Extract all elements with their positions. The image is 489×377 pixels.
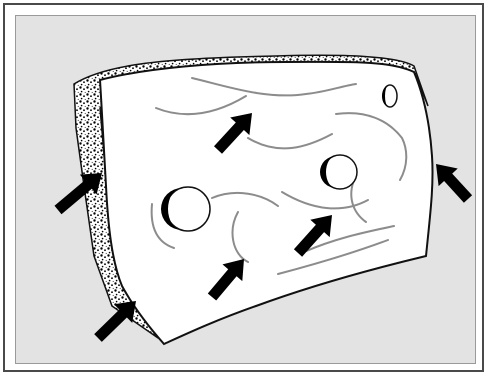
illustration-panel (15, 15, 476, 364)
cloth-sheet (100, 62, 433, 344)
stain-center-right (320, 155, 357, 189)
cleaning-diagram (16, 16, 476, 364)
arrow-right-edge-icon (436, 164, 472, 203)
illustration-frame (3, 3, 484, 372)
stain-large-left (161, 187, 210, 231)
stain-small-top-right (382, 85, 397, 107)
